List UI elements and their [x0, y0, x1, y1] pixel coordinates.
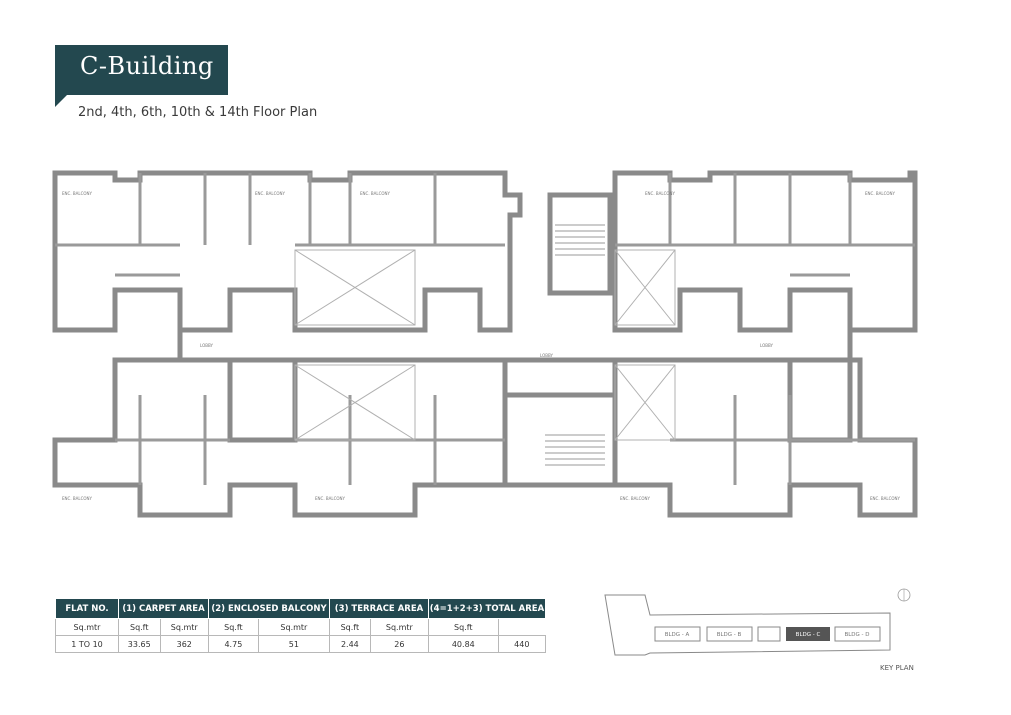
- table-row: 1 TO 10 33.65 362 4.75 51 2.44 26 40.84 …: [55, 635, 547, 653]
- lobby-label-center: LOBBY: [540, 353, 554, 358]
- unit-balcony-sqmtr: Sq.mtr: [159, 618, 209, 636]
- balcony-label-9: ENC. BALCONY: [870, 496, 900, 501]
- header-total-area: (4=1+2+3) TOTAL AREA: [428, 598, 546, 619]
- balcony-label-6: ENC. BALCONY: [62, 496, 92, 501]
- cell-carpet-sqmtr: 33.65: [118, 635, 161, 653]
- unit-total-sqft: Sq.ft: [428, 618, 499, 636]
- wall-bottom-left-wing: [52, 357, 508, 518]
- key-block-c: BLDG - C: [796, 632, 821, 638]
- unit-terrace-sqft: Sq.ft: [329, 618, 371, 636]
- area-table: FLAT NO. (1) CARPET AREA (2) ENCLOSED BA…: [55, 598, 547, 653]
- key-plan-active-block: [786, 627, 830, 641]
- balcony-label-2: ENC. BALCONY: [255, 191, 285, 196]
- balcony-label-1: ENC. BALCONY: [62, 191, 92, 196]
- unit-total-sqmtr: Sq.mtr: [369, 618, 430, 636]
- unit-balcony-sqft: Sq.ft: [208, 618, 259, 636]
- header-carpet-area: (1) CARPET AREA: [118, 598, 209, 619]
- cell-terrace-sqmtr: 2.44: [329, 635, 371, 653]
- cell-carpet-sqft: 362: [159, 635, 209, 653]
- duct-top-right: [614, 249, 676, 326]
- key-block-a: BLDG - A: [665, 632, 690, 638]
- wall-lobby: [177, 330, 853, 363]
- balcony-label-4: ENC. BALCONY: [645, 191, 675, 196]
- floor-plan: LOBBY LOBBY LOBBY ENC. BALCONY ENC. BALC…: [52, 170, 918, 518]
- cell-total-sqmtr: 40.84: [428, 635, 499, 653]
- unit-carpet-sqft: Sq.ft: [118, 618, 161, 636]
- unit-carpet-sqmtr: Sq.mtr: [55, 618, 119, 636]
- wall-top-left-wing: [52, 170, 523, 333]
- key-plan-site-outline: [604, 594, 891, 656]
- header-terrace-area: (3) TERRACE AREA: [329, 598, 429, 619]
- duct-bottom-center: [294, 364, 416, 441]
- key-block-d: BLDG - D: [844, 632, 869, 638]
- cell-flat: 1 TO 10: [55, 635, 119, 653]
- title-banner-notch: [55, 95, 67, 107]
- key-plan: BLDG - A BLDG - B BLDG - C BLDG - D: [604, 588, 911, 656]
- wall-core-bottom: [505, 392, 618, 488]
- lobby-label-left: LOBBY: [200, 343, 214, 348]
- title-banner: [55, 45, 228, 95]
- page-title: C-Building: [80, 52, 214, 80]
- balcony-label-5: ENC. BALCONY: [865, 191, 895, 196]
- key-block-b: BLDG - B: [717, 632, 742, 638]
- balcony-label-7: ENC. BALCONY: [315, 496, 345, 501]
- cell-total-sqft: 440: [497, 635, 547, 653]
- page-subtitle: 2nd, 4th, 6th, 10th & 14th Floor Plan: [78, 105, 318, 120]
- wall-top-right-wing: [612, 170, 918, 333]
- key-plan-label: KEY PLAN: [880, 664, 914, 672]
- balcony-label-3: ENC. BALCONY: [360, 191, 390, 196]
- cell-balcony-sqmtr: 4.75: [208, 635, 259, 653]
- cell-balcony-sqft: 51: [257, 635, 331, 653]
- duct-top-center: [294, 249, 416, 326]
- header-enclosed-balcony: (2) ENCLOSED BALCONY: [208, 598, 330, 619]
- cell-terrace-sqft: 26: [369, 635, 430, 653]
- wall-core-top: [547, 192, 613, 296]
- lobby-label-right: LOBBY: [760, 343, 774, 348]
- header-flat-no: FLAT NO.: [55, 598, 119, 619]
- duct-bottom-right: [614, 364, 676, 441]
- balcony-label-8: ENC. BALCONY: [620, 496, 650, 501]
- unit-terrace-sqmtr: Sq.mtr: [257, 618, 331, 636]
